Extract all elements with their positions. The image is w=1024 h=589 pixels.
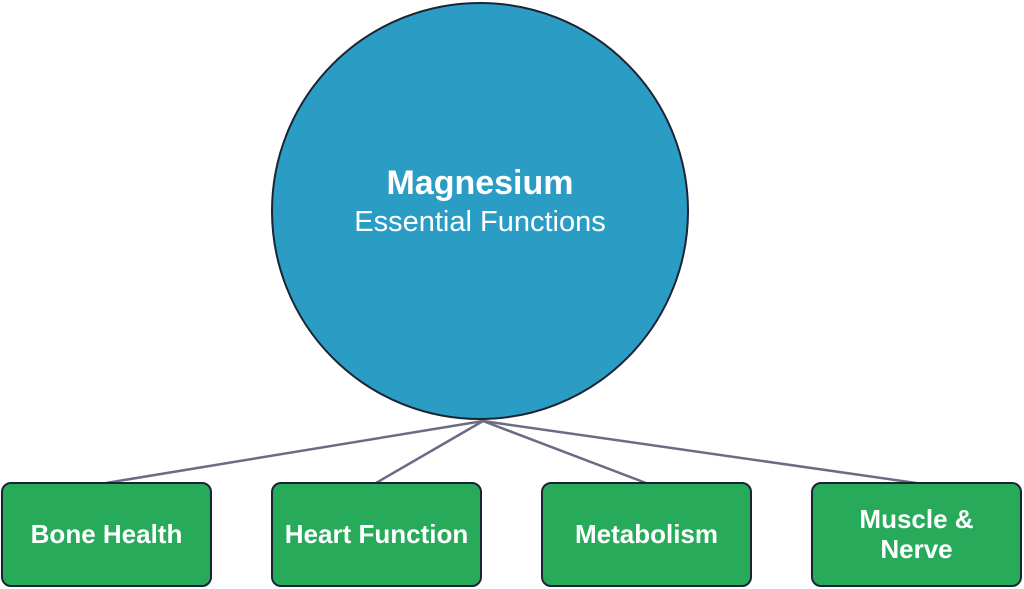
leaf-node-muscle-nerve: Muscle & Nerve [811, 482, 1022, 587]
leaf-node-bone-health: Bone Health [1, 482, 212, 587]
connector-metabolism [482, 419, 647, 485]
connector-heart-function [375, 419, 484, 485]
center-title: Magnesium [386, 163, 574, 202]
center-subtitle: Essential Functions [354, 206, 606, 239]
leaf-node-heart-function: Heart Function [271, 482, 482, 587]
connector-muscle-nerve [482, 419, 917, 485]
center-node-magnesium: Magnesium Essential Functions [271, 2, 689, 420]
connector-bone-health [105, 419, 484, 485]
leaf-node-metabolism: Metabolism [541, 482, 752, 587]
